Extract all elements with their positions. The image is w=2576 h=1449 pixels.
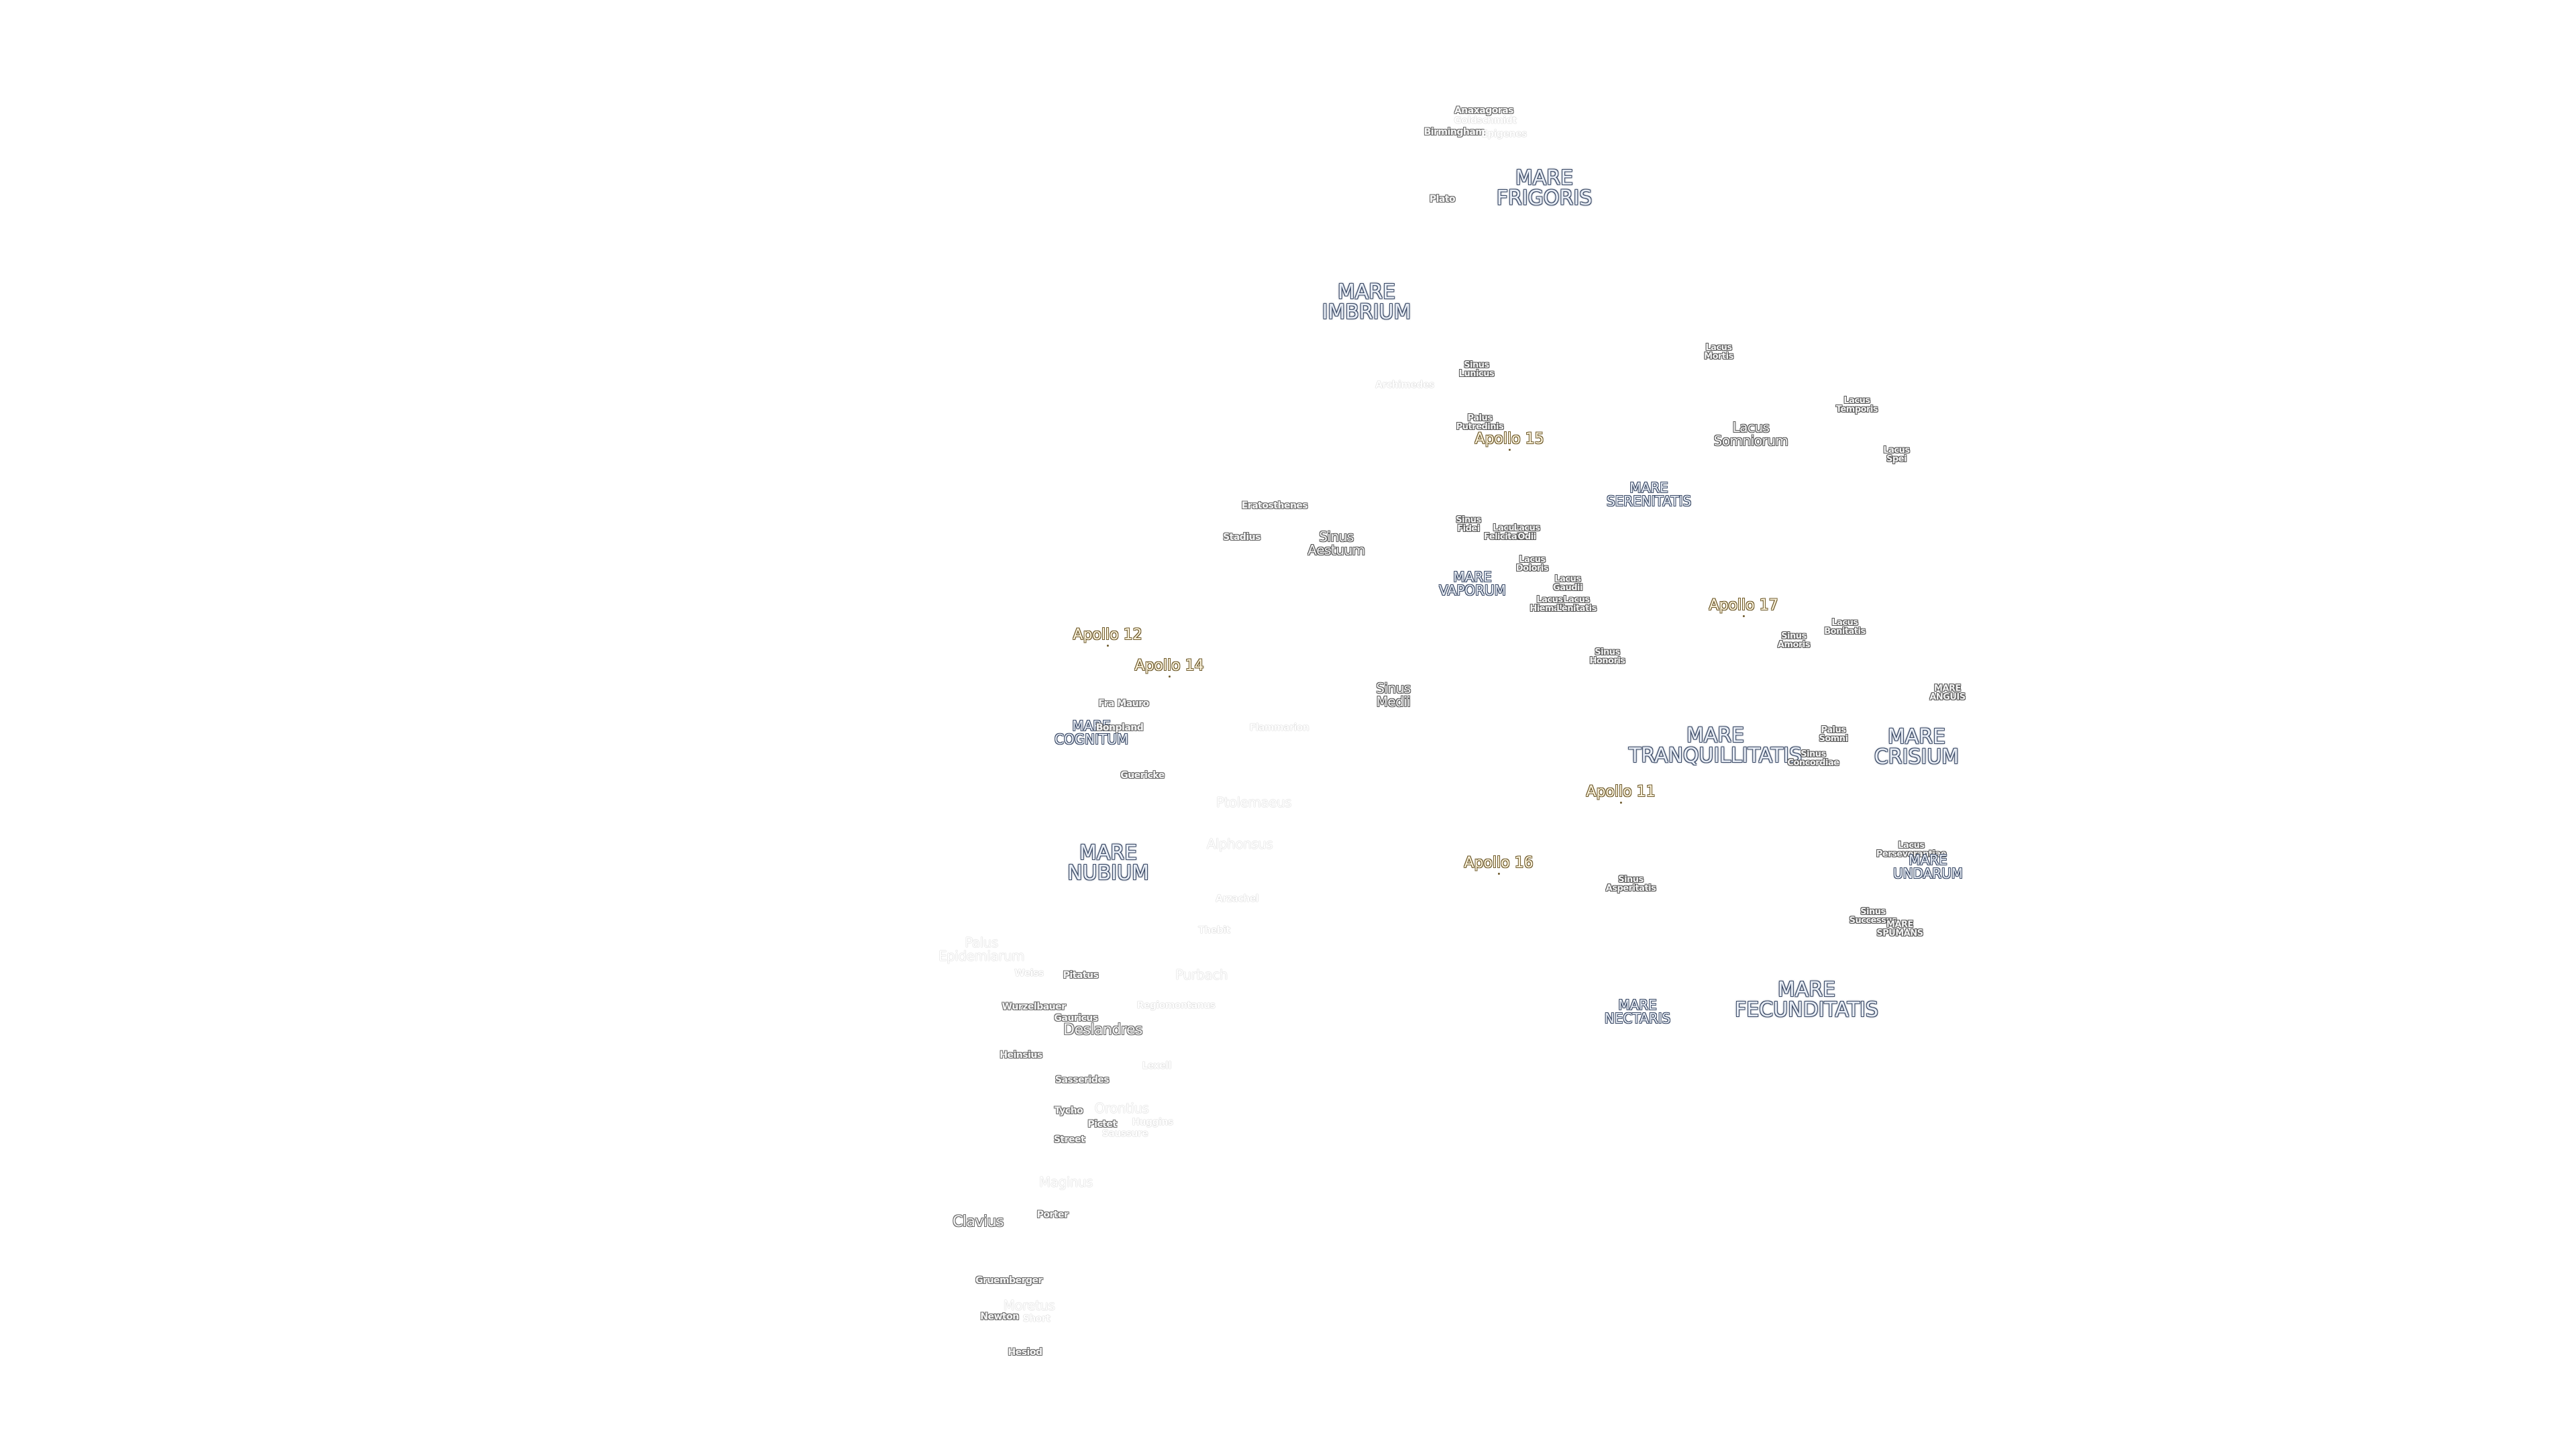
map-label-mare-nectaris: MARE NECTARIS: [1604, 997, 1671, 1026]
map-label-mare-undarum: MARE UNDARUM: [1892, 852, 1964, 881]
map-label-ptolemaeus: Ptolemaeus: [1216, 794, 1292, 810]
map-label-guericke: Guericke: [1120, 770, 1165, 781]
map-label-apollo-16: Apollo 16: [1464, 855, 1534, 871]
map-label-flammarion: Flammarion: [1249, 722, 1309, 733]
map-label-wurzelbauer: Wurzelbauer: [1002, 1002, 1066, 1012]
map-label-lacus-lenitatis: Lacus Lenitatis: [1556, 595, 1597, 614]
map-label-apollo-12: Apollo 12: [1073, 627, 1142, 643]
map-label-newton: Newton: [980, 1311, 1019, 1322]
map-label-mare-serenitatis: MARE SERENITATIS: [1606, 480, 1692, 509]
map-label-heinsius: Heinsius: [1000, 1050, 1042, 1061]
map-label-mare-tranquillitatis: MARE TRANQUILLITATIS: [1628, 724, 1803, 767]
map-label-tycho: Tycho: [1054, 1106, 1083, 1116]
map-label-apollo-11: Apollo 11: [1586, 784, 1656, 800]
map-label-mare-cognitum: MARE COGNITUM: [1054, 718, 1129, 747]
map-label-gruemberger: Gruemberger: [975, 1275, 1042, 1286]
map-label-deslandres: Deslandres: [1063, 1022, 1143, 1038]
map-label-huggins: Huggins: [1132, 1117, 1173, 1128]
map-label-lacus-hiemalis: Lacus Hiemalis: [1529, 595, 1570, 614]
map-label-sasserides: Sasserides: [1055, 1075, 1110, 1085]
map-label-thebit: Thebit: [1198, 925, 1230, 936]
map-label-purbach: Purbach: [1175, 967, 1228, 983]
map-label-lacus-gaudii: Lacus Gaudii: [1553, 574, 1582, 593]
map-label-sinus-fidei: Sinus Fidei: [1456, 515, 1481, 534]
map-label-sinus-medii: Sinus Medii: [1376, 680, 1411, 710]
map-label-fra-mauro: Fra Mauro: [1098, 698, 1149, 709]
map-label-lacus-bonitatis: Lacus Bonitatis: [1824, 618, 1866, 637]
map-label-lacus-mortis: Lacus Mortis: [1704, 343, 1733, 362]
map-label-short: Short: [1022, 1313, 1051, 1324]
map-label-plato: Plato: [1429, 194, 1456, 205]
map-label-orontius: Orontius: [1094, 1100, 1149, 1116]
map-label-regiomontanus: Regiomontanus: [1136, 1000, 1216, 1011]
map-label-moretus: Moretus: [1003, 1297, 1055, 1313]
map-label-street: Street: [1053, 1134, 1085, 1145]
map-label-mare-anguis: MARE ANGUIS: [1929, 684, 1966, 702]
map-label-saussure: Saussure: [1102, 1128, 1148, 1139]
map-label-mare-vaporum: MARE VAPORUM: [1439, 569, 1506, 598]
map-label-sinus-honoris: Sinus Honoris: [1589, 647, 1625, 666]
map-label-eratosthenes: Eratosthenes: [1241, 500, 1308, 511]
map-label-goldschmidt: Goldschmidt: [1454, 115, 1517, 126]
map-label-maginus: Maginus: [1038, 1174, 1093, 1190]
map-label-lacus-perseverantiae: Lacus Perseverantiae: [1876, 841, 1947, 859]
map-label-arzachel: Arzachel: [1216, 894, 1258, 904]
map-label-apollo-17: Apollo 17: [1709, 597, 1778, 614]
map-label-mare-frigoris: MARE FRIGORIS: [1496, 166, 1593, 210]
map-label-birmingham: Birmingham: [1424, 127, 1485, 138]
map-label-mare-fecunditatis: MARE FECUNDITATIS: [1735, 978, 1878, 1022]
map-label-anaxagoras: Anaxagoras: [1454, 105, 1514, 116]
map-label-apollo-15: Apollo 15: [1474, 431, 1544, 447]
map-label-gauricus: Gauricus: [1054, 1013, 1098, 1024]
map-label-mare-spumans: MARE SPUMANS: [1876, 920, 1923, 938]
map-label-lacus-felicitatis: Lacus Felicitatis: [1483, 523, 1529, 542]
map-label-palus-somni: Palus Somni: [1819, 725, 1848, 744]
map-label-lacus-odii: Lacus Odii: [1513, 523, 1540, 542]
map-label-stadius: Stadius: [1223, 532, 1260, 543]
map-label-pictet: Pictet: [1087, 1119, 1117, 1130]
map-label-bonpland: Bonpland: [1095, 722, 1144, 733]
map-label-archimedes: Archimedes: [1375, 380, 1434, 390]
map-label-mare-imbrium: MARE IMBRIUM: [1322, 280, 1411, 324]
map-label-weiss: Weiss: [1014, 968, 1044, 979]
map-label-mare-nubium: MARE NUBIUM: [1067, 841, 1149, 885]
map-label-porter: Porter: [1036, 1210, 1069, 1220]
map-label-sinus-amoris: Sinus Amoris: [1777, 631, 1811, 650]
map-label-pitatus: Pitatus: [1063, 970, 1099, 981]
map-label-alphonsus: Alphonsus: [1206, 836, 1273, 852]
map-label-lacus-temporis: Lacus Temporis: [1835, 396, 1878, 415]
map-label-clavius: Clavius: [953, 1214, 1004, 1230]
map-label-lacus-spei: Lacus Spei: [1883, 445, 1910, 464]
map-label-palus-putredinis: Palus Putredinis: [1456, 413, 1504, 432]
map-label-palus-epidemiarum: Palus Epidemiarum: [938, 934, 1025, 964]
map-label-lacus-doloris: Lacus Doloris: [1515, 555, 1549, 574]
map-label-sinus-lunicus: Sinus Lunicus: [1458, 360, 1495, 379]
map-label-lexell: Lexell: [1142, 1061, 1171, 1071]
map-label-sinus-successus: Sinus Successus: [1849, 907, 1897, 926]
map-label-apollo-14: Apollo 14: [1134, 657, 1204, 674]
map-label-sinus-asperitatis: Sinus Asperitatis: [1605, 875, 1656, 894]
map-label-mare-crisium: MARE CRISIUM: [1874, 725, 1960, 769]
map-label-sinus-aestuum: Sinus Aestuum: [1307, 529, 1365, 558]
map-label-lacus-somniorum: Lacus Somniorum: [1713, 419, 1788, 449]
map-label-hesiod: Hesiod: [1008, 1347, 1042, 1358]
map-label-sinus-concordiae: Sinus Concordiae: [1787, 749, 1839, 768]
map-label-epigenes: Epigenes: [1481, 129, 1527, 140]
